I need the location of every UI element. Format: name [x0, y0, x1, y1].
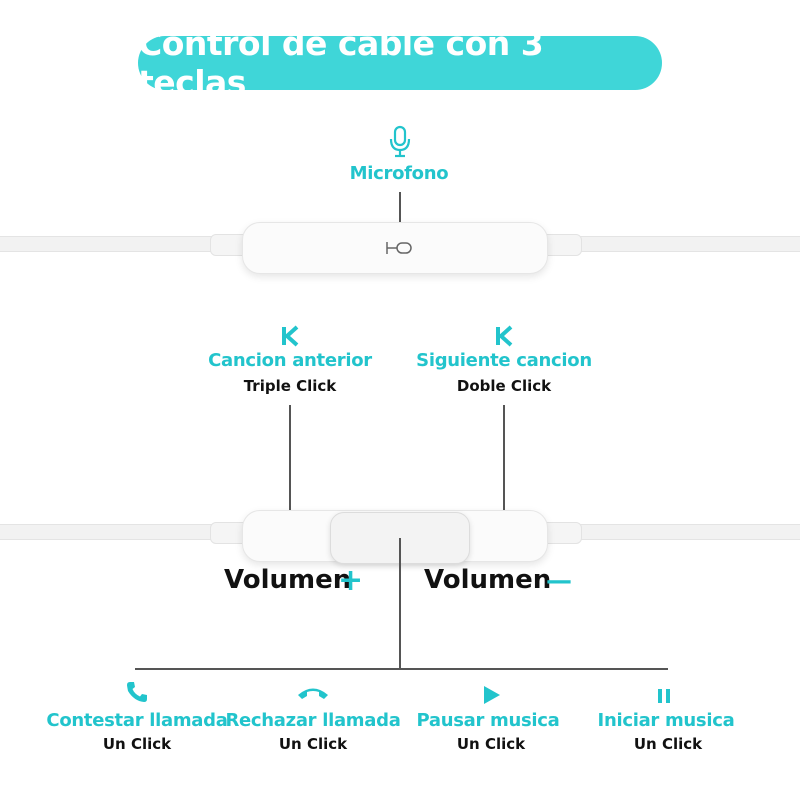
- remote-mic-icon: [385, 240, 415, 256]
- next-track-label: Siguiente cancion: [416, 350, 592, 371]
- top-cable-left: [0, 236, 220, 252]
- function-action-pause: Un Click: [456, 735, 526, 753]
- title-banner: Control de cable con 3 teclas: [138, 24, 662, 102]
- volume-up-symbol: +: [338, 563, 364, 598]
- pause-icon: [657, 688, 671, 704]
- top-cable-right: [575, 236, 800, 252]
- phone-hangup-icon: [296, 685, 330, 701]
- function-action-answer: Un Click: [102, 735, 172, 753]
- prev-track-label: Cancion anterior: [208, 350, 372, 371]
- center-button-pointer-line: [399, 538, 401, 669]
- function-action-reject: Un Click: [278, 735, 348, 753]
- phone-answer-icon: [125, 680, 149, 704]
- skip-back-icon: [280, 325, 300, 347]
- function-label-play: Iniciar musica: [597, 710, 735, 731]
- next-track-pointer-line: [503, 405, 505, 538]
- microphone-pointer-line: [399, 192, 401, 222]
- microphone-label: Microfono: [349, 163, 449, 184]
- bottom-cable-right: [575, 524, 800, 540]
- microphone-icon: [388, 125, 412, 159]
- volume-down-label: Volumen: [424, 565, 552, 595]
- prev-track-pointer-line: [289, 405, 291, 540]
- next-track-action: Doble Click: [456, 377, 552, 395]
- function-label-reject: Rechazar llamada: [225, 710, 401, 731]
- volume-up-label: Volumen: [224, 565, 352, 595]
- prev-track-action: Triple Click: [243, 377, 337, 395]
- bottom-cable-left: [0, 524, 220, 540]
- function-label-answer: Contestar llamada: [46, 710, 228, 731]
- functions-distribution-line: [135, 668, 668, 670]
- skip-back-icon: [494, 325, 514, 347]
- function-action-play: Un Click: [633, 735, 703, 753]
- play-icon: [482, 684, 502, 706]
- function-label-pause: Pausar musica: [416, 710, 560, 731]
- page-title: Control de cable con 3 teclas: [138, 24, 544, 102]
- volume-down-symbol: —: [546, 566, 572, 596]
